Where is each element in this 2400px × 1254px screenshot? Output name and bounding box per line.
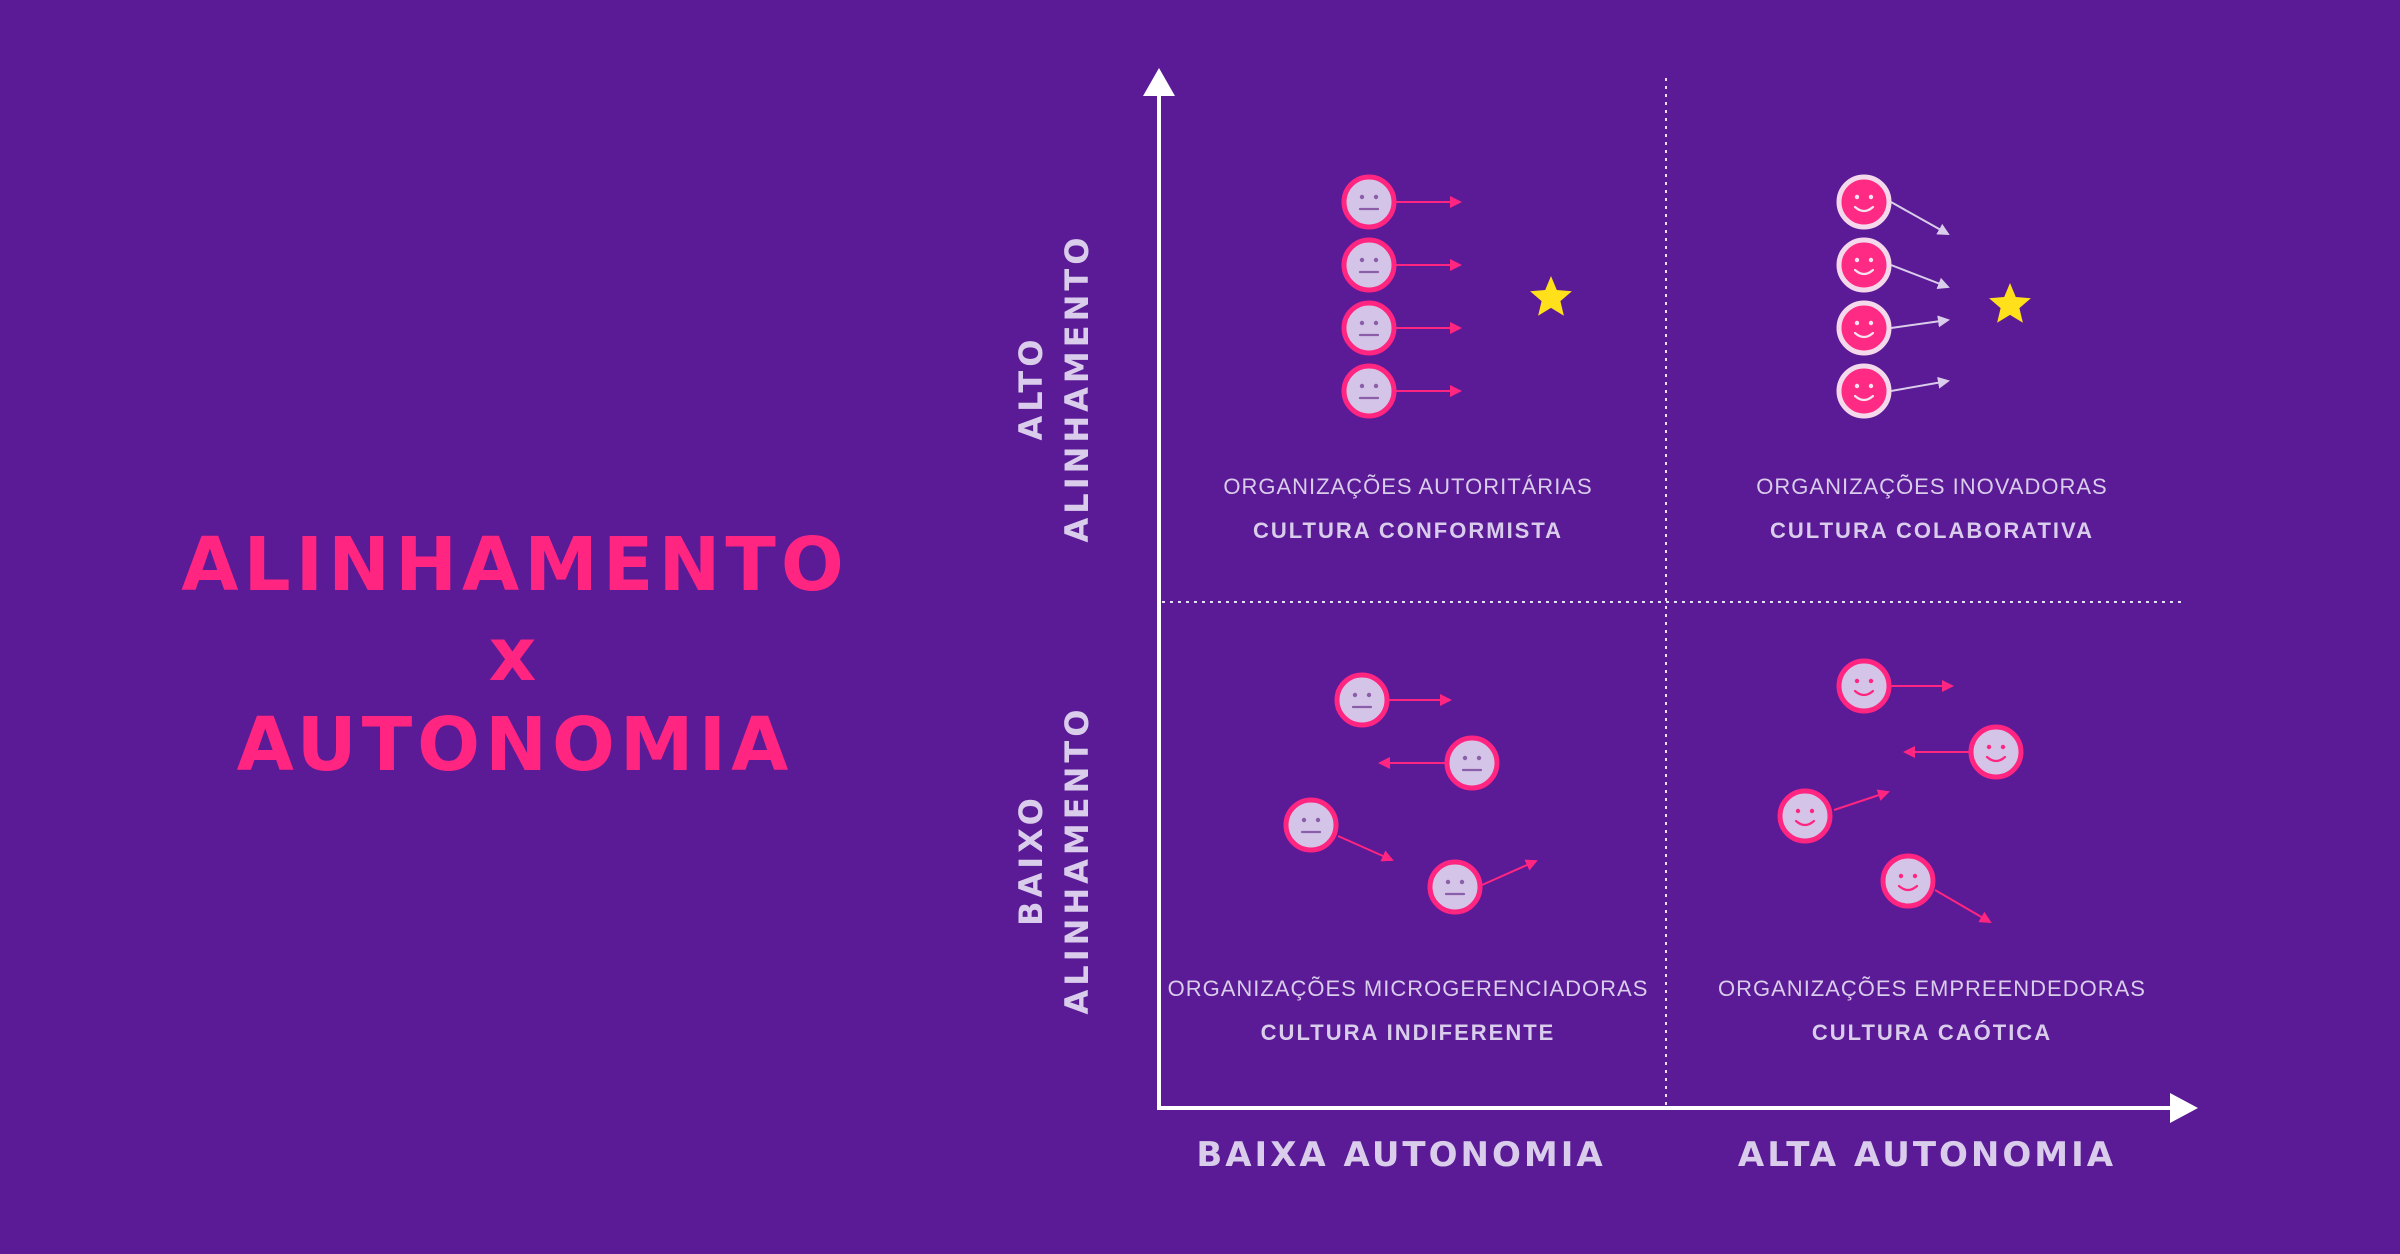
quadrant-top-right-label: ORGANIZAÇÕES INOVADORAS CULTURA COLABORA… [1682,472,2182,546]
quadrant-bottom-left-culture: CULTURA INDIFERENTE [1260,1020,1556,1045]
title-line-1: ALINHAMENTO [181,522,849,608]
arrow-icon [1890,201,1950,235]
arrow-icon [1934,889,1992,924]
arrow-icon [1890,315,1950,329]
quadrant-top-left-label: ORGANIZAÇÕES AUTORITÁRIAS CULTURA CONFOR… [1158,472,1658,546]
quadrant-top-left-culture: CULTURA CONFORMISTA [1252,518,1564,543]
star-icon [1989,283,2031,323]
smiley-face-icon [1836,363,1892,419]
smiley-face-icon [1836,174,1892,230]
neutral-face-icon [1341,300,1397,356]
quadrant-bottom-left-label: ORGANIZAÇÕES MICROGERENCIADORAS CULTURA … [1158,974,1658,1048]
neutral-face-icon [1341,363,1397,419]
smiley-face-icon [1968,724,2024,780]
y-axis-arrowhead [1143,68,1175,96]
x-axis-arrowhead [2170,1093,2198,1123]
smiley-face-icon [1836,300,1892,356]
quadrant-bottom-right-culture: CULTURA CAÓTICA [1811,1020,2053,1045]
neutral-face-icon [1334,672,1390,728]
star-icon [1530,276,1572,316]
arrow-icon [1890,376,1950,392]
smiley-face-icon [1880,853,1936,909]
quadrant-top-left-organization: ORGANIZAÇÕES AUTORITÁRIAS [1223,474,1593,499]
quadrant-top-right-organization: ORGANIZAÇÕES INOVADORAS [1756,474,2108,499]
neutral-face-icon [1283,797,1339,853]
arrow-icon [1890,264,1950,289]
axis-label-low-autonomy: BAIXA AUTONOMIA [1196,1135,1606,1175]
neutral-face-icon [1427,859,1483,915]
arrow-icon [1481,859,1538,886]
title-line-3: AUTONOMIA [236,702,794,788]
axis-label-high-alignment: ALTO ALINHAMENTO [1012,233,1096,543]
title-line-2: x [488,612,542,698]
quadrant-bottom-right-label: ORGANIZAÇÕES EMPREENDEDORAS CULTURA CAÓT… [1682,974,2182,1048]
smiley-face-icon [1777,788,1833,844]
neutral-face-icon [1341,237,1397,293]
quadrant-bottom-right-organization: ORGANIZAÇÕES EMPREENDEDORAS [1718,976,2146,1001]
axis-label-low-alignment: BAIXO ALINHAMENTO [1012,705,1096,1015]
arrow-icon [1833,789,1890,811]
neutral-face-icon [1341,174,1397,230]
quadrant-top-right-culture: CULTURA COLABORATIVA [1770,518,2094,543]
neutral-face-icon [1444,735,1500,791]
arrow-icon [1337,835,1394,862]
axis-label-high-autonomy: ALTA AUTONOMIA [1737,1135,2117,1175]
quadrant-bottom-left-organization: ORGANIZAÇÕES MICROGERENCIADORAS [1167,976,1649,1001]
smiley-face-icon [1836,237,1892,293]
smiley-face-icon [1836,658,1892,714]
